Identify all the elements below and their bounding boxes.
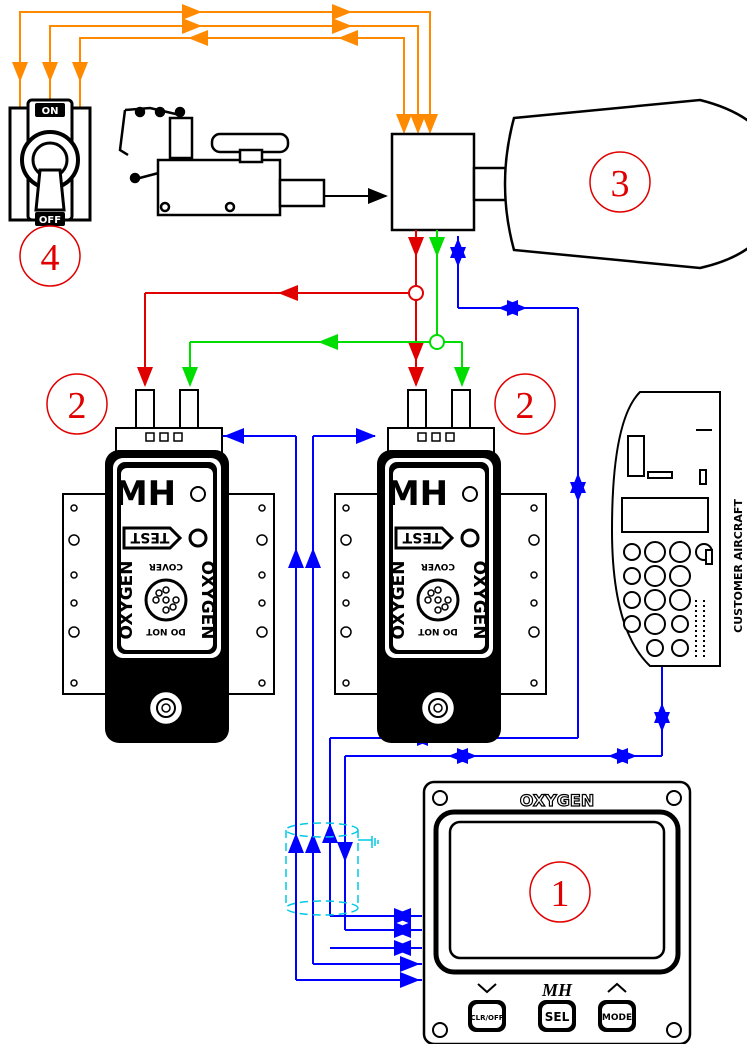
chevron-down-icon [477,983,497,994]
oxygen-tank [472,98,747,270]
svg-text:COVER: COVER [149,561,183,571]
oxygen-switch[interactable]: ON OFF [8,98,92,226]
data-arrows [224,238,670,988]
regulator-test-label[interactable]: TEST [130,529,169,545]
display-button-clr-off[interactable]: CLR/OFF [468,1000,506,1032]
callout-4: 4 [19,225,81,287]
return-lines [182,230,470,387]
svg-text:3: 3 [611,163,630,205]
svg-text:DO NOT: DO NOT [145,626,185,636]
chevron-up-icon [607,982,627,993]
power-wires [12,4,438,134]
shielded-cable [285,822,379,916]
callout-1: 1 [529,861,591,923]
svg-text:COVER: COVER [421,561,455,571]
switch-on-label: ON [42,106,59,117]
regulator-logo: MH [114,474,176,514]
svg-text:OXYGEN: OXYGEN [469,560,489,639]
svg-text:OXYGEN: OXYGEN [389,560,409,639]
svg-text:OXYGEN: OXYGEN [117,560,137,639]
callout-2-left: 2 [46,373,108,435]
svg-text:2: 2 [68,385,87,427]
display-button-sel[interactable]: SEL [538,1000,576,1032]
svg-text:CLR/OFF: CLR/OFF [470,1014,503,1022]
oxygen-regulator-left: MH TEST OXYGEN OXYGEN COVER DO NOT [62,389,275,743]
svg-text:1: 1 [551,873,570,915]
callout-3: 3 [589,151,651,213]
oxygen-valve-assembly [118,106,326,217]
supply-lines [137,230,424,387]
callout-2-right: 2 [494,373,556,435]
svg-text:SEL: SEL [545,1010,570,1024]
oxygen-manifold [390,132,476,232]
display-title: OXYGEN [520,791,594,810]
regulator-test-label[interactable]: TEST [402,529,441,545]
oxygen-display-unit: OXYGEN MH [422,780,692,1044]
display-button-mode[interactable]: MODE [598,1000,636,1032]
display-logo: MH [541,980,573,1000]
switch-off-label: OFF [39,215,61,226]
svg-text:MODE: MODE [602,1013,632,1023]
svg-text:4: 4 [41,237,60,279]
customer-aircraft-panel [610,391,721,667]
svg-text:DO NOT: DO NOT [417,626,457,636]
svg-text:OXYGEN: OXYGEN [197,560,217,639]
oxygen-regulator-right: MH TEST OXYGEN OXYGEN COVER DO NOT [334,389,547,743]
regulator-logo: MH [386,474,448,514]
customer-aircraft-label: CUSTOMER AIRCRAFT [732,499,745,633]
svg-text:2: 2 [516,385,535,427]
